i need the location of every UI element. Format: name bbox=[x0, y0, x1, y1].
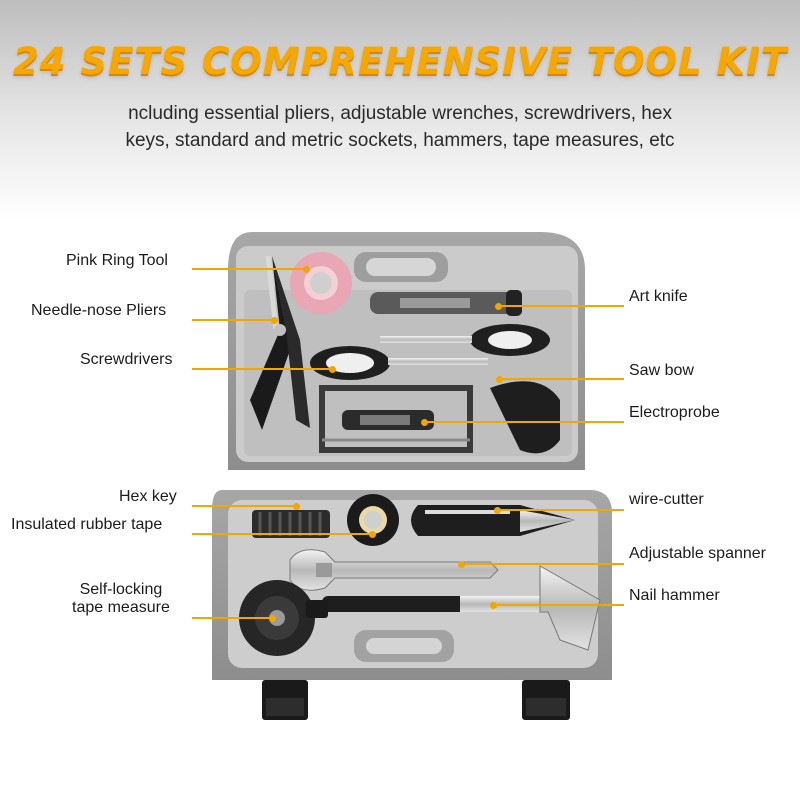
leader-line-tape-measure bbox=[192, 617, 272, 619]
leader-line-insulated-rubber-tape bbox=[192, 533, 372, 535]
self-locking-tape-measure bbox=[239, 580, 328, 656]
label-tape-measure: Self-locking tape measure bbox=[72, 581, 170, 617]
leader-line-pink-ring-tool bbox=[192, 268, 306, 270]
label-electroprobe: Electroprobe bbox=[629, 404, 720, 421]
pink-ring-tool bbox=[290, 252, 352, 314]
case-latches bbox=[262, 680, 570, 720]
leader-line-art-knife bbox=[498, 305, 624, 307]
label-needle-nose-pliers: Needle-nose Pliers bbox=[31, 302, 167, 319]
leader-line-saw-bow bbox=[499, 378, 624, 380]
leader-dot-screwdrivers bbox=[329, 366, 336, 373]
subtitle-line-2: keys, standard and metric sockets, hamme… bbox=[125, 130, 675, 151]
leader-line-electroprobe bbox=[424, 421, 624, 423]
subtitle-line-1: ncluding essential pliers, adjustable wr… bbox=[128, 103, 672, 124]
hex-key-set bbox=[252, 510, 330, 538]
label-hex-key: Hex key bbox=[119, 488, 177, 505]
label-tape-measure-line-2: tape measure bbox=[72, 599, 170, 616]
label-pink-ring-tool: Pink Ring Tool bbox=[66, 252, 168, 269]
leader-dot-needle-nose-pliers bbox=[271, 317, 278, 324]
label-art-knife: Art knife bbox=[629, 288, 688, 305]
subtitle: ncluding essential pliers, adjustable wr… bbox=[0, 100, 800, 154]
electroprobe bbox=[342, 410, 434, 430]
leader-dot-pink-ring-tool bbox=[303, 266, 310, 273]
leader-line-screwdrivers bbox=[192, 368, 332, 370]
leader-line-hex-key bbox=[192, 505, 296, 507]
leader-line-needle-nose-pliers bbox=[192, 319, 274, 321]
saw-bow bbox=[319, 381, 560, 454]
label-adjustable-spanner: Adjustable spanner bbox=[629, 545, 766, 562]
label-wire-cutter: wire-cutter bbox=[629, 491, 704, 508]
leader-line-adjustable-spanner bbox=[461, 563, 624, 565]
leader-dot-hex-key bbox=[293, 503, 300, 510]
leader-dot-insulated-rubber-tape bbox=[369, 531, 376, 538]
headline-title: 24 SETS COMPREHENSIVE TOOL KIT bbox=[12, 40, 788, 83]
art-knife bbox=[370, 290, 522, 316]
leader-dot-tape-measure bbox=[269, 615, 276, 622]
label-insulated-rubber-tape: Insulated rubber tape bbox=[11, 516, 163, 533]
leader-line-wire-cutter bbox=[497, 509, 624, 511]
leader-line-nail-hammer bbox=[493, 604, 624, 606]
insulated-rubber-tape bbox=[347, 494, 399, 546]
label-tape-measure-line-1: Self-locking bbox=[79, 581, 163, 598]
label-nail-hammer: Nail hammer bbox=[629, 587, 720, 604]
label-saw-bow: Saw bow bbox=[629, 362, 694, 379]
label-screwdrivers: Screwdrivers bbox=[80, 351, 173, 368]
